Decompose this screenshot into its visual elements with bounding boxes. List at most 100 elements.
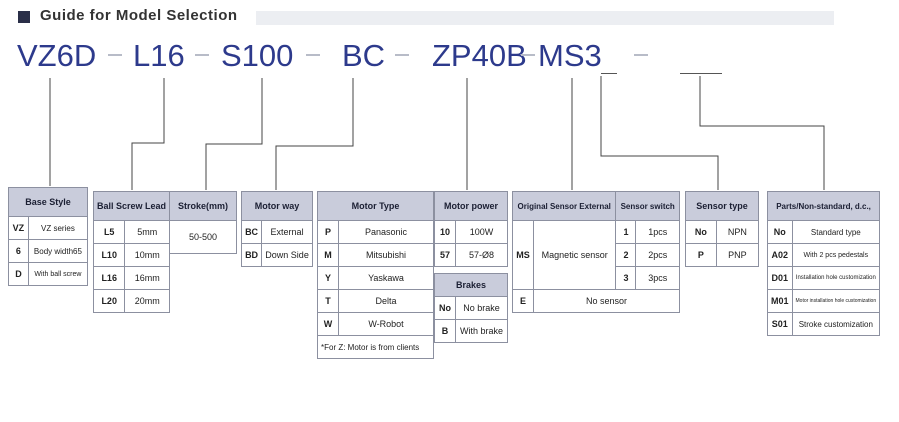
base-code: 6 [8,239,29,263]
parts-label: With 2 pcs pedestals [791,243,881,267]
switch-label: 3pcs [635,266,680,290]
switch-code: 2 [615,243,637,267]
code-blank-parts [680,73,722,74]
motor-type-title: Motor Type [317,191,434,221]
motor-type-label: Mitsubishi [338,243,434,267]
base-code: D [8,262,29,286]
e-code: E [512,289,534,313]
parts-label: Stroke customization [791,312,881,336]
motor-type-note: *For Z: Motor is from clients [317,335,434,359]
base-label: With ball screw [27,262,89,286]
brake-label: With brake [455,319,508,343]
sensor-table: Original Sensor External Sensor switch M… [511,191,680,313]
brake-code: B [434,319,456,343]
motor-way-code: BC [240,220,263,244]
code-blank-sensor-type [601,73,617,74]
parts-code: D01 [767,266,793,290]
motor-way-label: Down Side [261,243,313,267]
motor-type-label: W-Robot [338,312,434,336]
parts-code: S01 [767,312,793,336]
base-label: Body width65 [27,239,89,263]
lead-code: L16 [92,266,126,290]
ms-label: Magnetic sensor [532,220,617,290]
parts-label: Standard type [791,220,881,244]
code-stroke: S100 [221,38,294,73]
code-dash [195,54,209,56]
stroke-value: 50-500 [169,220,237,254]
sensor-type-title: Sensor type [685,191,759,221]
switch-code: 1 [615,220,637,244]
parts-code: M01 [767,289,793,313]
ms-code: MS [512,220,534,290]
e-label: No sensor [533,289,680,313]
code-motor: ZP40B [432,38,527,73]
switch-label: 1pcs [635,220,680,244]
base-label: VZ series [27,216,89,240]
motor-type-code: W [317,312,339,336]
motor-power-title: Motor power [434,191,508,221]
title-rule [256,11,834,25]
motor-type-label: Yaskawa [338,266,434,290]
sensor-type-code: No [685,220,717,244]
code-dash [306,54,320,56]
parts-code: No [767,220,793,244]
code-lead: L16 [133,38,185,73]
motor-way-title: Motor way [241,191,313,221]
lead-code: L5 [92,220,126,244]
stroke-title: Stroke(mm) [169,191,237,221]
code-base: VZ6D [17,38,97,73]
parts-code: A02 [767,243,793,267]
lead-value: 5mm [124,220,171,244]
lead-value: 20mm [124,289,171,313]
motor-power-code: 10 [434,220,456,244]
lead-code: L10 [92,243,126,267]
lead-value: 16mm [124,266,171,290]
base-style-title: Base Style [8,187,88,217]
page-title: Guide for Model Selection [40,7,238,24]
motor-type-code: T [317,289,339,313]
parts-label: Motor installation hole customization [791,289,881,313]
code-motor-way: BC [342,38,386,73]
motor-way-label: External [261,220,313,244]
motor-type-code: P [317,220,339,244]
motor-type-code: Y [317,266,339,290]
code-dash [521,54,535,56]
sensor-type-code: P [685,243,717,267]
motor-type-label: Panasonic [338,220,434,244]
title-square-icon [18,11,30,23]
sensor-switch-title: Sensor switch [615,191,680,221]
lead-title: Ball Screw Lead [92,191,171,221]
switch-code: 3 [615,266,637,290]
lead-code: L20 [92,289,126,313]
parts-label: Installation hole customization [791,266,881,290]
stroke-table: Stroke(mm) 50-500 [169,191,237,254]
motor-power-label: 100W [455,220,508,244]
switch-label: 2pcs [635,243,680,267]
brake-code: No [434,296,456,320]
motor-type-code: M [317,243,339,267]
lead-value: 10mm [124,243,171,267]
sensor-type-label: NPN [715,220,760,244]
orig-sensor-title: Original Sensor External [511,191,617,221]
motor-power-label: 57-Ø8 [455,243,508,267]
brakes-title: Brakes [434,273,508,297]
code-dash [108,54,122,56]
brake-label: No brake [455,296,508,320]
code-dash [395,54,409,56]
sensor-type-label: PNP [715,243,760,267]
motor-power-code: 57 [434,243,456,267]
code-sensor: MS3 [538,38,602,73]
parts-title: Parts/Non-standard, d.c., [766,191,881,221]
code-dash [634,54,648,56]
motor-type-label: Delta [338,289,434,313]
motor-way-code: BD [240,243,263,267]
